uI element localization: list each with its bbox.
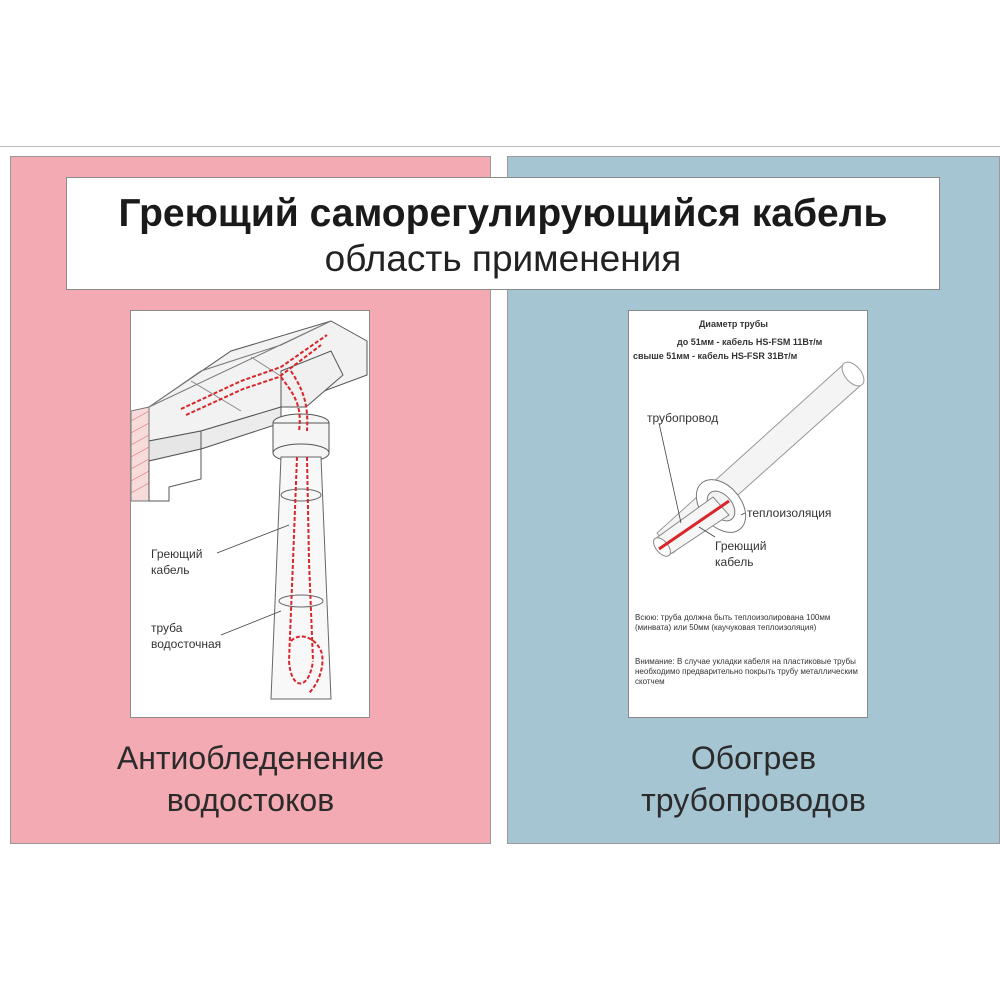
label-heating-cable-line1: Греющий xyxy=(715,539,767,553)
cable-spec-line2: свыше 51мм - кабель HS-FSR 31Вт/м xyxy=(633,351,798,361)
pipe-drawing xyxy=(653,361,865,557)
left-caption-line2: водостоков xyxy=(166,782,335,818)
page-title: Греющий саморегулирующийся кабель xyxy=(118,192,888,235)
label-pipeline: трубопровод xyxy=(647,411,719,425)
insulation-note: Всюю: труба должна быть теплоизолирована… xyxy=(635,613,831,632)
label-heating-cable-line1: Греющий xyxy=(151,547,203,561)
right-caption-line1: Обогрев xyxy=(690,740,817,776)
warning-note: Внимание: В случае укладки кабеля на пла… xyxy=(635,657,858,686)
cable-spec-line1: до 51мм - кабель HS-FSM 11Вт/м xyxy=(677,337,823,347)
title-box: Греющий саморегулирующийся кабель област… xyxy=(66,177,940,290)
label-drainpipe-line2: водосточная xyxy=(151,637,222,651)
page-subtitle: область применения xyxy=(324,238,682,279)
top-divider xyxy=(0,146,1000,147)
gutter-drawing xyxy=(131,320,368,700)
left-caption-line1: Антиобледенение xyxy=(116,740,385,776)
pipe-diameter-heading: Диаметр трубы xyxy=(699,319,768,329)
label-heating-cable-line2: кабель xyxy=(715,555,754,569)
label-drainpipe-line1: труба xyxy=(151,621,183,635)
right-caption: Обогрев трубопроводов xyxy=(507,737,1000,821)
pipeline-diagram: Диаметр трубы до 51мм - кабель HS-FSM 11… xyxy=(628,310,868,718)
label-heating-cable-line2: кабель xyxy=(151,563,190,577)
label-insulation: теплоизоляция xyxy=(747,506,832,520)
right-caption-line2: трубопроводов xyxy=(641,782,866,818)
left-caption: Антиобледенение водостоков xyxy=(10,737,491,821)
gutter-diagram: Греющий кабель труба водосточная xyxy=(130,310,370,718)
